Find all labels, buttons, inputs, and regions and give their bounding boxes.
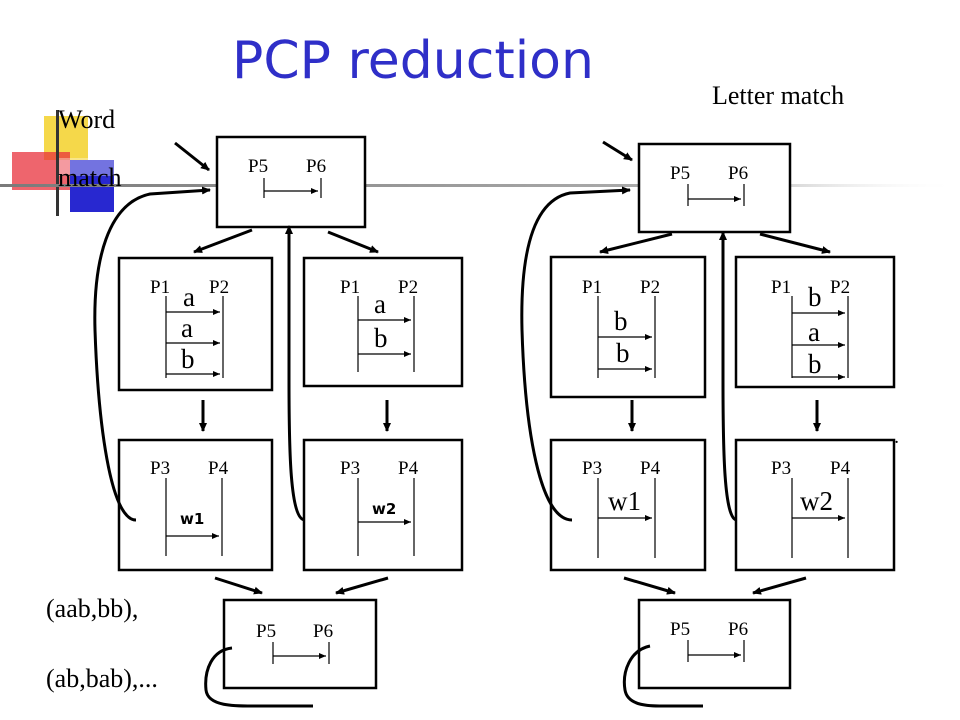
port-label-p6: P6 <box>728 163 748 184</box>
word-label-w1: w1 <box>608 486 641 516</box>
letter: a <box>183 282 195 312</box>
left-box-a: P1 P2 a a b <box>117 256 274 392</box>
port-label-p6: P6 <box>306 156 326 177</box>
left-arrows <box>93 141 391 708</box>
port-label-p2: P2 <box>398 277 418 298</box>
port-label-p2: P2 <box>830 277 850 298</box>
right-diagram: P5 P6 P1 P2 b b P1 P2 b a b <box>520 140 899 708</box>
left-box-c: P3 P4 w1 <box>117 438 274 572</box>
port-label-p2: P2 <box>640 277 660 298</box>
word-match-label-line2: match <box>58 163 122 192</box>
port-label-p5: P5 <box>670 619 690 640</box>
port-label-p2: P2 <box>209 277 229 298</box>
letter: b <box>808 349 822 379</box>
page-title: PCP reduction <box>232 31 594 91</box>
right-box-b: P1 P2 b a b <box>734 255 896 389</box>
letter: a <box>181 313 193 343</box>
left-diagram: P5 P6 P1 P2 a a b P1 P2 a b <box>93 135 464 708</box>
word-label-w1: w1 <box>180 510 204 528</box>
letter: b <box>374 323 388 353</box>
right-box-a: P1 P2 b b <box>549 255 707 399</box>
port-label-p5: P5 <box>670 163 690 184</box>
port-label-p1: P1 <box>340 277 360 298</box>
right-box-d: P3 P4 w2 <box>734 438 896 572</box>
letter-match-label: Letter match <box>712 81 844 110</box>
port-label-p4: P4 <box>830 458 851 479</box>
port-label-p3: P3 <box>340 458 360 479</box>
pair-example-1: (aab,bb), <box>46 594 138 623</box>
left-top-box: P5 P6 <box>215 135 367 229</box>
port-label-p4: P4 <box>398 458 419 479</box>
word-label-w2: w2 <box>800 486 833 516</box>
port-label-p6: P6 <box>313 621 333 642</box>
left-box-d: P3 P4 w2 <box>302 438 464 572</box>
port-label-p4: P4 <box>208 458 229 479</box>
port-label-p1: P1 <box>150 277 170 298</box>
port-label-p1: P1 <box>582 277 602 298</box>
port-label-p3: P3 <box>771 458 791 479</box>
left-bottom-box: P5 P6 <box>222 598 378 690</box>
letter: a <box>374 289 386 319</box>
port-label-p5: P5 <box>248 156 268 177</box>
port-label-p3: P3 <box>150 458 170 479</box>
corner-decoration <box>0 110 960 216</box>
letter: b <box>616 338 630 368</box>
letter: b <box>181 344 195 374</box>
left-box-b: P1 P2 a b <box>302 256 464 388</box>
letter: b <box>614 306 628 336</box>
port-label-p5: P5 <box>256 621 276 642</box>
right-arrows <box>520 140 831 708</box>
pair-example-2: (ab,bab),... <box>46 664 158 693</box>
right-bottom-box: P5 P6 <box>637 598 792 690</box>
right-box-c: P3 P4 w1 <box>549 438 707 572</box>
port-label-p3: P3 <box>582 458 602 479</box>
word-label-w2: w2 <box>372 500 396 518</box>
letter: b <box>808 282 822 312</box>
right-top-box: P5 P6 <box>637 142 792 234</box>
word-match-label-line1: Word <box>58 105 115 134</box>
letter: a <box>808 317 820 347</box>
port-label-p4: P4 <box>640 458 661 479</box>
port-label-p6: P6 <box>728 619 748 640</box>
port-label-p1: P1 <box>771 277 791 298</box>
